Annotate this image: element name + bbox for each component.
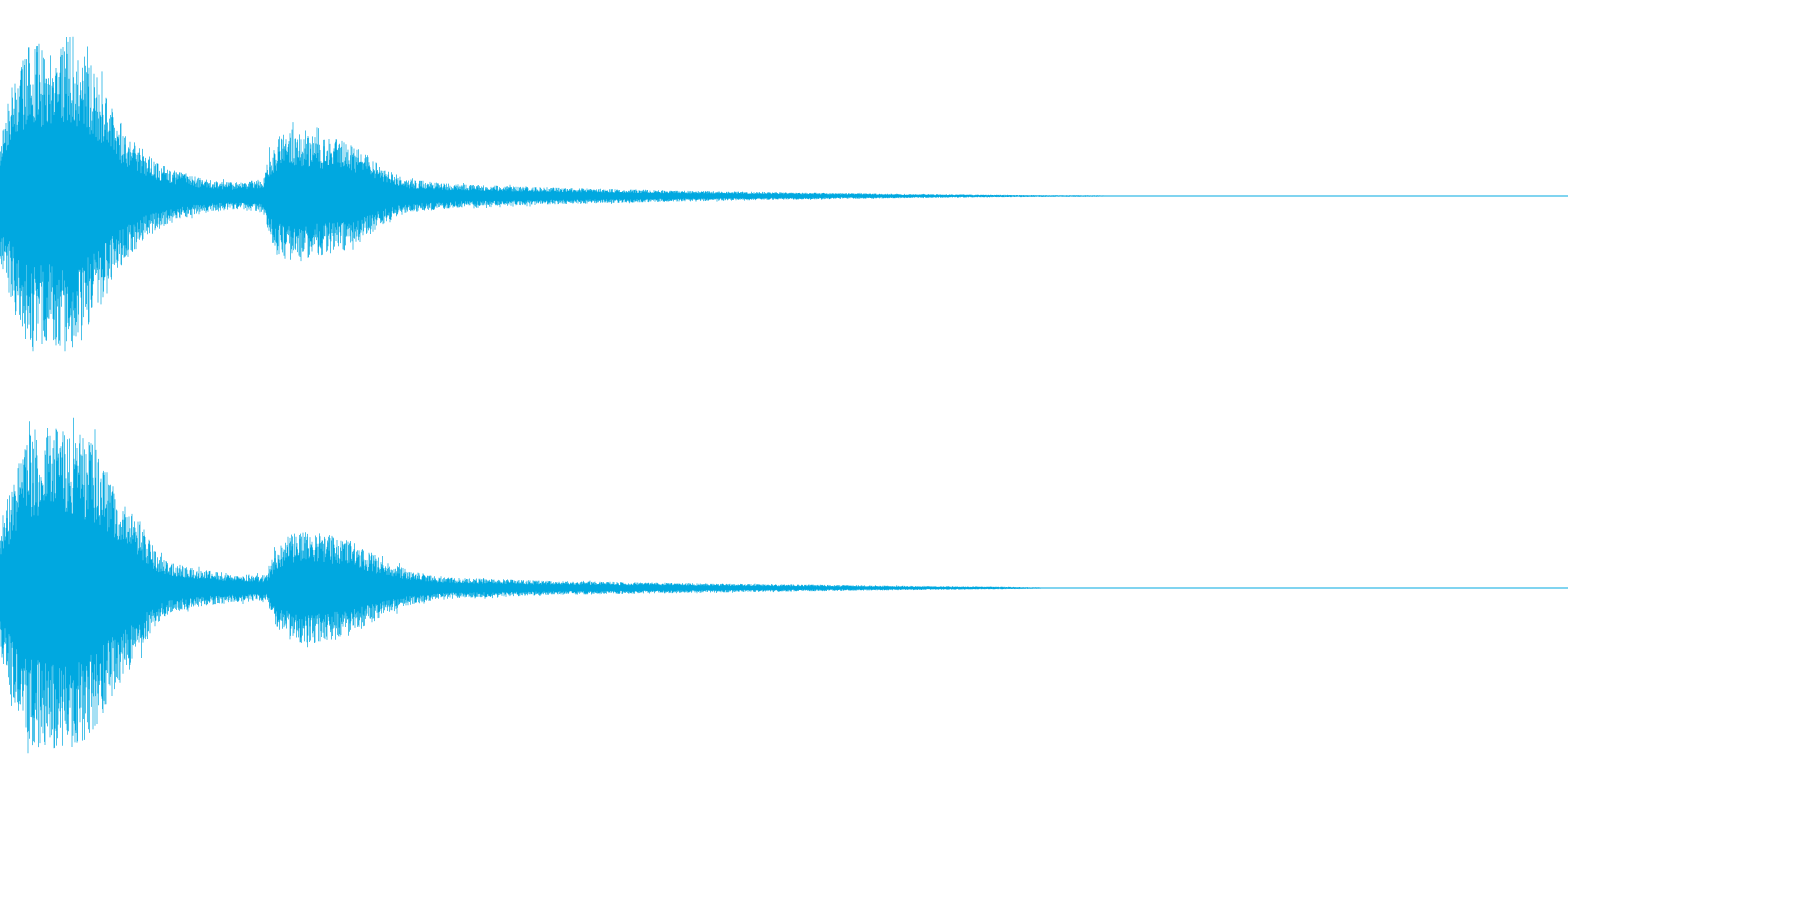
waveform-display: [0, 36, 1568, 754]
waveform-channel-right: [0, 417, 1568, 754]
waveform-view: [0, 36, 1568, 754]
waveform-channel-left: [0, 36, 1568, 352]
waveform-samples: [0, 417, 1064, 754]
waveform-samples: [0, 36, 1127, 352]
